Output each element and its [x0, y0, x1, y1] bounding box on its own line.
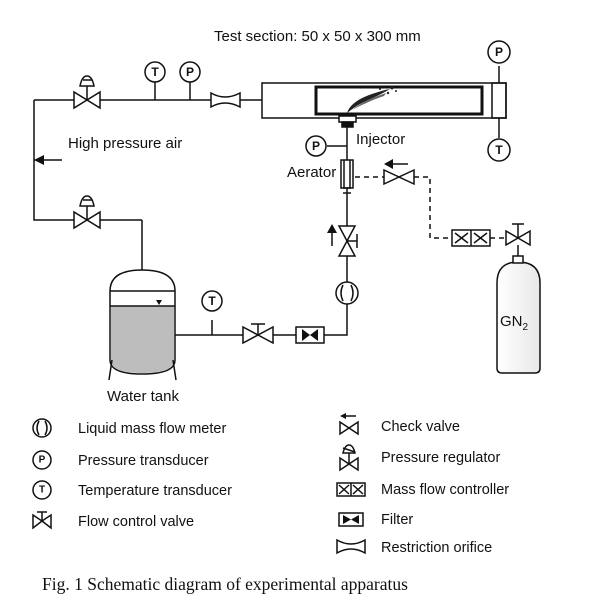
test-section-pressure-transducer: P [487, 40, 511, 64]
legend-label: Filter [381, 512, 413, 528]
figure-caption: Fig. 1 Schematic diagram of experimental… [42, 574, 408, 594]
restriction-orifice-icon [336, 538, 366, 555]
air-pressure-regulator-upper [73, 75, 101, 110]
test-section-pressure-symbol: P [495, 45, 503, 59]
test-section-label: Test section: 50 x 50 x 300 mm [214, 28, 421, 45]
legend-pressure-symbol: P [39, 455, 46, 466]
injector-pressure-symbol: P [312, 139, 320, 153]
test-section-temperature-symbol: T [495, 143, 503, 157]
tank-flow-control-valve [242, 323, 274, 345]
aerator [340, 159, 354, 194]
nitrogen-cylinder [496, 255, 541, 374]
legend-label: Restriction orifice [381, 540, 492, 556]
legend-item: Pressure regulator [339, 444, 500, 472]
nitrogen-check-valve [383, 168, 415, 186]
gn2-label: GN2 [500, 313, 529, 333]
legend-label: Liquid mass flow meter [78, 421, 226, 437]
flow-control-valve-icon [32, 511, 52, 530]
legend-item: T Temperature transducer [32, 480, 232, 500]
pressure-transducer-icon: P [32, 450, 52, 470]
legend-label: Pressure transducer [78, 453, 209, 469]
legend-item: Liquid mass flow meter [32, 418, 226, 438]
air-temperature-transducer: T [144, 61, 166, 100]
water-temperature-symbol: T [208, 294, 216, 308]
air-pressure-regulator-lower [73, 195, 101, 230]
mass-flow-controller [451, 229, 491, 247]
air-temperature-symbol: T [151, 65, 159, 79]
legend-label: Temperature transducer [78, 483, 232, 499]
high-pressure-air-label: High pressure air [68, 135, 182, 152]
legend-right: Check valve Pressure regulator Mass flow [336, 413, 509, 556]
temperature-transducer-icon: T [32, 480, 52, 500]
test-section-temperature-transducer: T [487, 138, 511, 162]
restriction-orifice [210, 91, 241, 109]
mass-flow-controller-icon [336, 482, 366, 497]
nitrogen-flow-arrow [384, 159, 408, 169]
spray-plume [347, 86, 397, 113]
legend-label: Check valve [381, 419, 460, 435]
filter-icon [338, 512, 364, 527]
aerator-label: Aerator [287, 164, 336, 181]
injector-pressure-transducer: P [305, 135, 347, 157]
air-pressure-symbol: P [186, 65, 194, 79]
legend-item: Filter [338, 512, 413, 528]
injector [338, 115, 357, 128]
water-temperature-transducer: T [201, 290, 223, 312]
flow-meter-icon [32, 418, 52, 438]
legend-item: Mass flow controller [336, 482, 509, 498]
nitrogen-line [355, 176, 506, 239]
injector-label: Injector [356, 131, 405, 148]
test-section [261, 66, 507, 138]
water-flow-control-valve [337, 225, 358, 257]
water-tank [108, 269, 177, 381]
legend-left: Liquid mass flow meter P Pressure transd… [32, 418, 232, 530]
water-line [175, 124, 348, 336]
air-inlet-arrow [34, 155, 62, 165]
liquid-mass-flow-meter [335, 281, 359, 305]
legend-label: Mass flow controller [381, 482, 509, 498]
legend-item: Restriction orifice [336, 538, 492, 556]
legend-label: Flow control valve [78, 514, 194, 530]
air-pressure-transducer: P [179, 61, 201, 100]
legend-item: Flow control valve [32, 511, 194, 530]
water-flow-arrow [327, 224, 337, 246]
legend-item: P Pressure transducer [32, 450, 209, 470]
air-line [33, 99, 262, 270]
nitrogen-pressure-regulator [505, 223, 531, 256]
check-valve-icon [339, 413, 359, 436]
legend-item: Check valve [339, 413, 460, 436]
water-tank-label: Water tank [107, 388, 179, 405]
legend-temperature-symbol: T [39, 485, 45, 496]
legend-label: Pressure regulator [381, 450, 500, 466]
pressure-regulator-icon [339, 444, 359, 472]
water-filter [295, 326, 325, 344]
